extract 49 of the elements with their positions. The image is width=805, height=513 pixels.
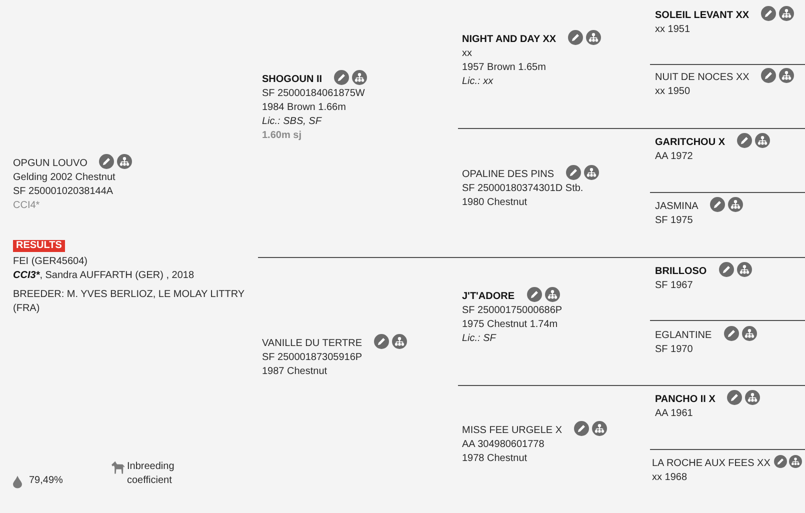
birth-details: 1980 Chestnut bbox=[462, 196, 528, 210]
horse-name: GARITCHOU X bbox=[655, 136, 725, 150]
result-details: , Sandra AUFFARTH (GER) , 2018 bbox=[40, 269, 194, 283]
horse-name: J'T'ADORE bbox=[462, 290, 515, 304]
birth-details: SF 1975 bbox=[655, 214, 694, 228]
section-badge: RESULTS bbox=[13, 240, 65, 252]
horse-name: EGLANTINE bbox=[655, 329, 712, 343]
birth-details: xx 1968 bbox=[652, 471, 688, 485]
horse-name: OPGUN LOUVO bbox=[13, 157, 88, 171]
registration-number: SF 25000102038144A bbox=[13, 185, 114, 199]
licence-note: Lic.: xx bbox=[462, 75, 494, 89]
birth-details: AA 1961 bbox=[655, 407, 694, 421]
birth-details: 1957 Brown 1.65m bbox=[462, 61, 547, 75]
registration-number: SF 25000184061875W bbox=[262, 87, 366, 101]
blood-percentage: 79,49% bbox=[29, 474, 63, 488]
horse-name: JASMINA bbox=[655, 200, 698, 214]
birth-details: 1978 Chestnut bbox=[462, 452, 528, 466]
birth-details: 1984 Brown 1.66m bbox=[262, 101, 347, 115]
horse-name: SHOGOUN II bbox=[262, 73, 322, 87]
birth-details: SF 1967 bbox=[655, 279, 694, 293]
horse-name: PANCHO II X bbox=[655, 393, 716, 407]
horse-name: NIGHT AND DAY XX bbox=[462, 33, 556, 47]
federation-id: FEI (GER45604) bbox=[13, 255, 88, 269]
inbreeding-label: Inbreeding coefficient bbox=[127, 460, 176, 488]
horse-name: NUIT DE NOCES XX bbox=[655, 71, 750, 85]
birth-details: xx 1950 bbox=[655, 85, 692, 99]
breed-code: xx bbox=[462, 47, 473, 61]
birth-details: SF 1970 bbox=[655, 343, 694, 357]
registration-number: SF 25000180374301D Stb. bbox=[462, 182, 584, 196]
birth-details: xx 1951 bbox=[655, 23, 692, 37]
registration-number: AA 304980601778 bbox=[462, 438, 546, 452]
birth-details: 1987 Chestnut bbox=[262, 365, 328, 379]
horse-name: MISS FEE URGELE X bbox=[462, 424, 562, 438]
registration-number: SF 25000175000686P bbox=[462, 304, 562, 318]
licence-note: Lic.: SBS, SF bbox=[262, 115, 323, 129]
breeder-info: BREEDER: M. YVES BERLIOZ, LE MOLAY LITTRY (FRA) bbox=[13, 288, 246, 316]
performance-level: 1.60m sj bbox=[262, 129, 302, 143]
competition-level: CCI4* bbox=[13, 199, 41, 213]
horse-name: LA ROCHE AUX FEES XX bbox=[652, 457, 770, 471]
horse-name: SOLEIL LEVANT XX bbox=[655, 9, 750, 23]
birth-details: AA 1972 bbox=[655, 150, 694, 164]
registration-number: SF 25000187305916P bbox=[262, 351, 364, 365]
competition-level: CCI3* bbox=[13, 269, 40, 283]
horse-name: OPALINE DES PINS bbox=[462, 168, 554, 182]
birth-details: Gelding 2002 Chestnut bbox=[13, 171, 116, 185]
horse-name: BRILLOSO bbox=[655, 265, 707, 279]
horse-name: VANILLE DU TERTRE bbox=[262, 337, 362, 351]
birth-details: 1975 Chestnut 1.74m bbox=[462, 318, 559, 332]
licence-note: Lic.: SF bbox=[462, 332, 498, 346]
